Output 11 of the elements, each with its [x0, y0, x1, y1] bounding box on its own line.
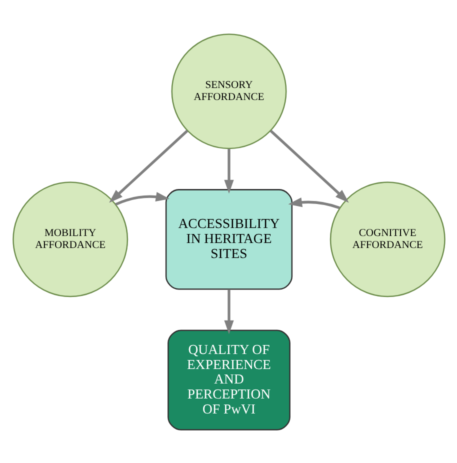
- node-circle: COGNITIVE AFFORDANCE: [329, 181, 445, 297]
- node-circle: MOBILITY AFFORDANCE: [12, 181, 128, 297]
- node-circle: SENSORY AFFORDANCE: [170, 33, 286, 149]
- arrow: [224, 148, 234, 194]
- arrow: [269, 129, 348, 202]
- arrow: [108, 129, 188, 202]
- arrow: [114, 192, 170, 206]
- node-box: QUALITY OF EXPERIENCE AND PERCEPTION OF PwVI: [167, 329, 290, 430]
- arrow: [224, 288, 234, 334]
- node-box: ACCESSIBILITY IN HERITAGE SITES: [164, 188, 292, 290]
- arrow: [288, 197, 340, 209]
